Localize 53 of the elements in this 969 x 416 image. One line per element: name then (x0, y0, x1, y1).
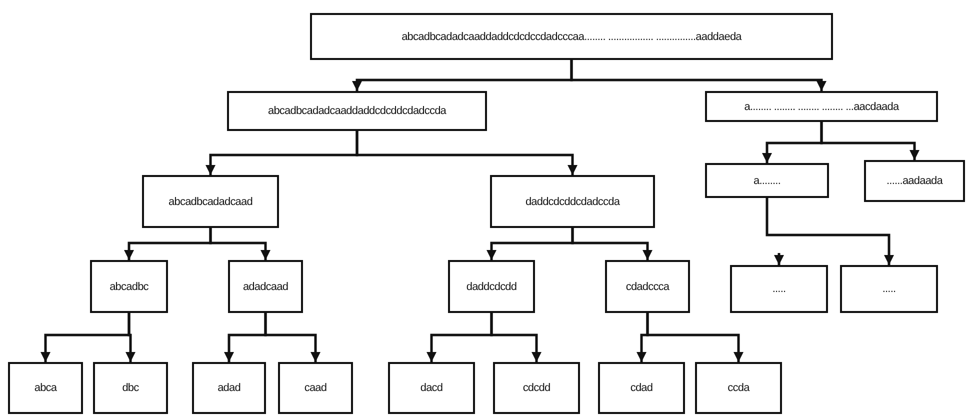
tree-node-box (605, 260, 690, 313)
node-label: cdcdd (522, 382, 550, 394)
arrow (820, 122, 920, 160)
arrow (766, 198, 894, 265)
tree-node-box (93, 362, 168, 414)
arrow (571, 228, 652, 260)
node-label: dacd (420, 382, 443, 394)
node-label: cdad (630, 382, 653, 394)
node-label: a........ (754, 174, 780, 186)
tree-node-box (192, 362, 266, 414)
arrow (646, 313, 744, 362)
tree-node-box (90, 260, 168, 313)
arrow (126, 313, 136, 362)
tree-node-box (388, 362, 475, 414)
arrow (490, 313, 542, 362)
tree-node-box (840, 265, 938, 313)
arrow (356, 131, 578, 175)
node-label: abcadbc (110, 280, 148, 292)
tree-node-box (705, 91, 938, 122)
tree-node-box (228, 260, 303, 313)
tree-node-box (705, 163, 829, 198)
tree-node-box (448, 260, 535, 313)
node-label: daddcdcdd (466, 280, 517, 292)
node-label: caad (304, 382, 327, 394)
tree-node-box (142, 175, 279, 228)
node-label: cdadccca (626, 280, 670, 292)
node-label: ..... (772, 283, 786, 295)
arrow (264, 313, 320, 362)
tree-node-box (695, 362, 782, 414)
node-label: a........ ........ ........ ........ ...aacdaada (744, 100, 899, 112)
node-label: ccda (728, 382, 750, 394)
node-label: abcadbcadadcaaddaddcdcddcdadccda (268, 105, 446, 117)
tree-node-box (730, 265, 828, 313)
node-label: daddcdcddcdadccda (525, 196, 620, 208)
node-label: abcadbcadadcaaddaddcdcdccdadcccaa........ ................. ...............aaddaeda (402, 30, 742, 42)
tree-node-box (278, 362, 353, 414)
arrow (570, 60, 826, 91)
node-label: dbc (122, 382, 139, 394)
tree-node-box (490, 175, 655, 228)
arrow (209, 228, 270, 260)
node-label: ..... (882, 283, 896, 295)
tree-node-box (310, 13, 833, 60)
tree-node-box (8, 362, 83, 414)
node-label: adadcaad (242, 280, 288, 292)
tree-node-box (864, 160, 965, 202)
arrow (774, 253, 784, 265)
tree-node-box (493, 362, 580, 414)
node-label: adad (218, 382, 240, 394)
node-label: ......aadaada (886, 175, 942, 187)
node-label: abca (34, 382, 57, 394)
node-label: abcadbcadadcaad (168, 196, 252, 208)
tree-node-box (598, 362, 685, 414)
tree-node-box (227, 91, 487, 131)
